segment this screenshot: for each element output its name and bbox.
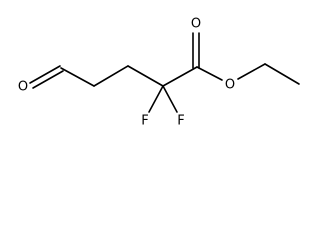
bond-c1-c2: [60, 67, 95, 87]
ester-carbonyl-double-bond: [192, 32, 200, 69]
bond-c2-c3: [93, 65, 129, 87]
bond-c4-fluorine-left: [148, 85, 164, 113]
fluorine-right-label: F: [177, 114, 184, 129]
bond-c3-c4: [127, 65, 164, 87]
chemical-structure: O O O F F: [18, 17, 300, 129]
aldehyde-double-bond: [29, 65, 64, 89]
bond-c5-ester-oxygen: [196, 66, 223, 81]
bond-c4-fluorine-right: [162, 85, 178, 113]
carbonyl-oxygen-label: O: [191, 17, 201, 32]
ester-oxygen-label: O: [225, 78, 235, 93]
aldehyde-oxygen-label: O: [18, 80, 28, 95]
bond-c4-c5: [162, 66, 198, 87]
bond-ethyl: [264, 63, 300, 85]
fluorine-left-label: F: [141, 114, 148, 129]
bond-ester-oxygen-ch2: [237, 63, 266, 80]
